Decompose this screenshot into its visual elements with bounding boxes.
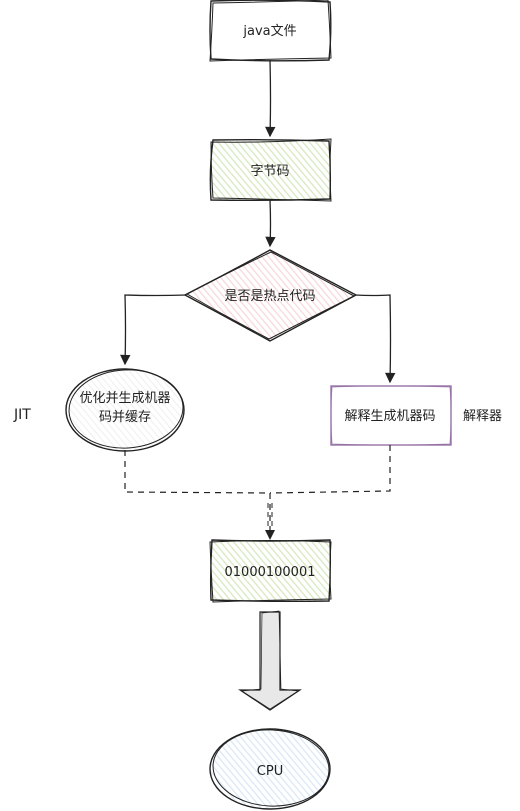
- arrow-java-to-bytecode: [265, 59, 276, 138]
- cpu-node[interactable]: CPU: [209, 727, 331, 810]
- jit-process-label-line2: 码并缓存: [99, 410, 151, 425]
- machine-code-label: 01000100001: [225, 565, 316, 580]
- block-arrow-to-cpu: [238, 610, 302, 711]
- interpreter-process-label: 解释生成机器码: [344, 409, 435, 424]
- java-file-node[interactable]: java文件: [209, 0, 332, 62]
- interpreter-process-node[interactable]: 解释生成机器码: [330, 385, 452, 446]
- jit-process-label-line1: 优化并生成机器: [79, 391, 170, 406]
- java-file-label: java文件: [242, 24, 296, 39]
- dashed-line-interpreter-to-machine-code: [269, 445, 391, 494]
- hot-code-decision-node[interactable]: 是否是热点代码: [183, 249, 358, 342]
- cpu-label: CPU: [257, 764, 283, 779]
- dashed-line-jit-to-machine-code: [124, 450, 271, 535]
- arrow-decision-to-jit: [120, 294, 187, 366]
- interpreter-side-label: 解释器: [463, 409, 502, 424]
- arrow-decision-to-interpreter: [354, 294, 396, 384]
- dashed-arrowhead: [265, 530, 275, 540]
- hot-code-decision-label: 是否是热点代码: [224, 289, 315, 304]
- bytecode-label: 字节码: [250, 164, 289, 179]
- arrow-bytecode-to-decision: [265, 199, 276, 248]
- jit-side-label: JIT: [13, 407, 31, 423]
- jit-process-node[interactable]: 优化并生成机器 码并缓存: [65, 367, 185, 452]
- bytecode-node[interactable]: 字节码: [209, 138, 332, 202]
- machine-code-node[interactable]: 01000100001: [209, 539, 332, 603]
